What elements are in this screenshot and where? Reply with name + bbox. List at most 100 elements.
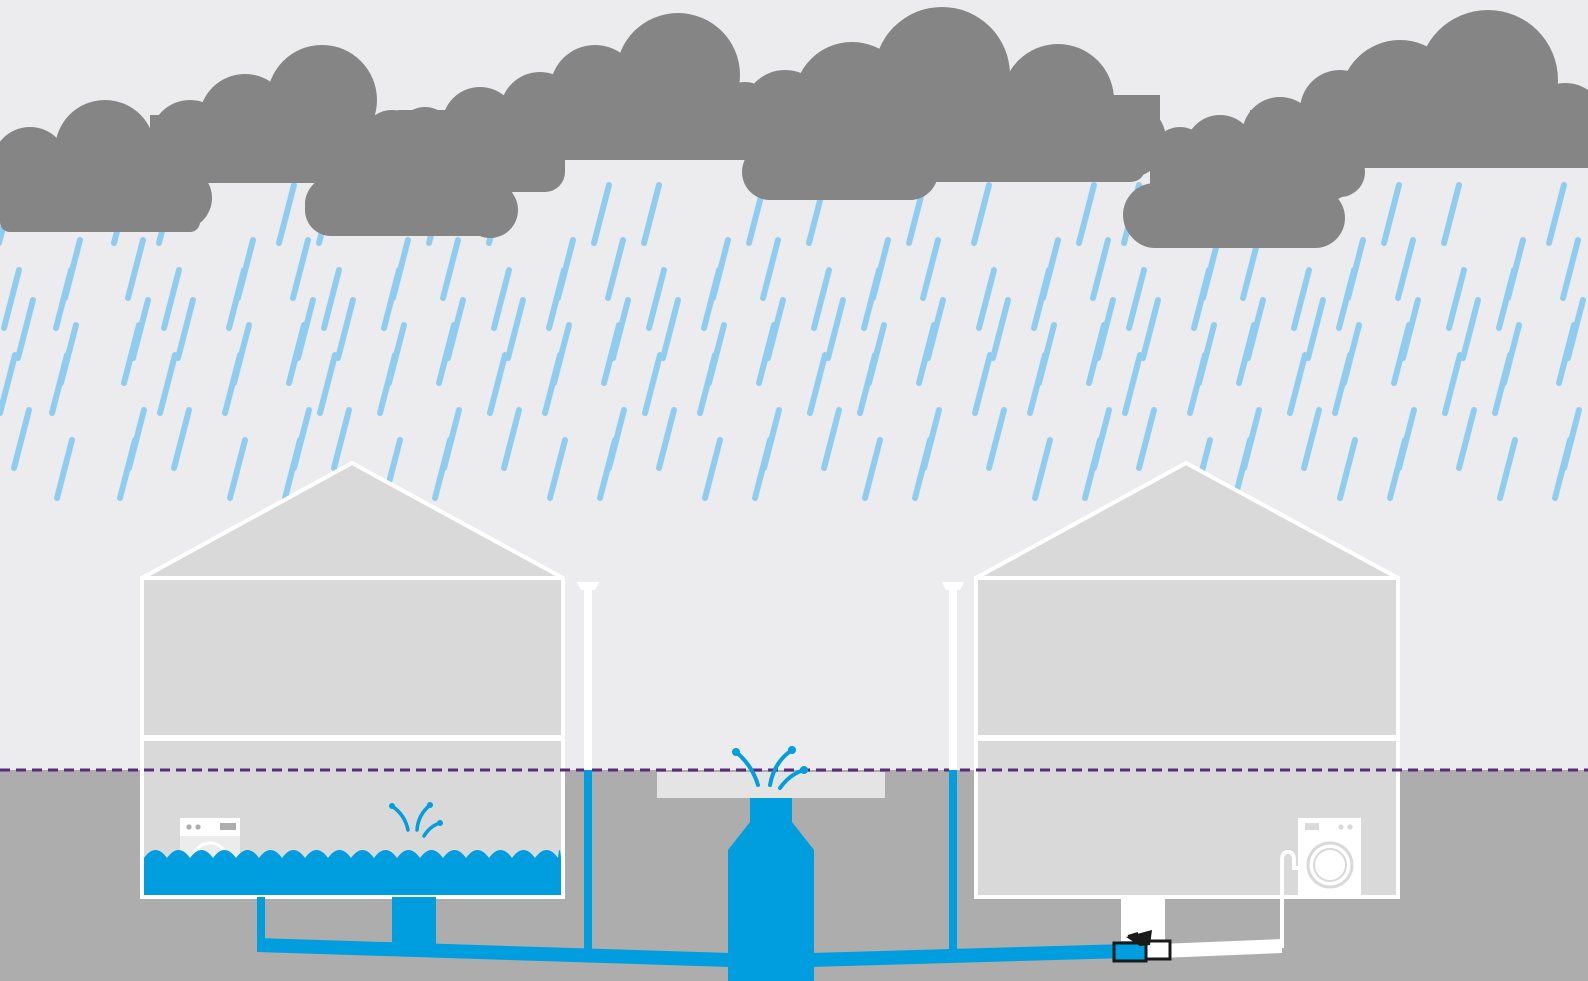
raindrop bbox=[1446, 267, 1467, 331]
raindrop bbox=[1287, 352, 1308, 416]
raindrop bbox=[276, 182, 297, 246]
raindrop bbox=[15, 297, 36, 361]
raindrop bbox=[1032, 437, 1053, 501]
raindrop bbox=[920, 237, 941, 301]
right-sewer-connection-pipe bbox=[810, 944, 1126, 967]
cloud bbox=[550, 7, 1166, 200]
raindrop bbox=[1336, 267, 1357, 331]
raindrop bbox=[227, 437, 248, 501]
raindrop bbox=[1387, 437, 1408, 501]
raindrop bbox=[1240, 237, 1261, 301]
raindrop bbox=[641, 182, 662, 246]
raindrop bbox=[1086, 322, 1107, 386]
basement-flood-water bbox=[144, 850, 561, 895]
raindrop bbox=[1301, 407, 1322, 471]
water-spout-icon bbox=[389, 802, 443, 838]
raindrop bbox=[49, 352, 70, 416]
raindrop bbox=[11, 407, 32, 471]
raindrop bbox=[436, 322, 457, 386]
raindrop bbox=[1395, 237, 1416, 301]
raindrop bbox=[646, 267, 667, 331]
raindrop bbox=[335, 297, 356, 361]
raindrop bbox=[321, 267, 342, 331]
raindrop bbox=[547, 437, 568, 501]
raindrop bbox=[912, 437, 933, 501]
raindrop bbox=[157, 352, 178, 416]
raindrop bbox=[702, 437, 723, 501]
raindrop bbox=[1090, 237, 1111, 301]
raindrop bbox=[432, 437, 453, 501]
raindrop bbox=[1136, 407, 1157, 471]
right-house bbox=[974, 460, 1400, 948]
raindrop bbox=[542, 352, 563, 416]
raindrop bbox=[117, 437, 138, 501]
raindrop bbox=[226, 267, 247, 331]
raindrop bbox=[1187, 352, 1208, 416]
raindrop bbox=[1492, 352, 1513, 416]
raindrop bbox=[377, 352, 398, 416]
raindrop bbox=[1291, 267, 1312, 331]
raindrop bbox=[1497, 437, 1518, 501]
raindrop bbox=[331, 407, 352, 471]
raindrop bbox=[760, 237, 781, 301]
raindrop bbox=[1191, 267, 1212, 331]
raindrop bbox=[701, 267, 722, 331]
raindrop bbox=[171, 407, 192, 471]
raindrop bbox=[861, 267, 882, 331]
water-spout-icon bbox=[732, 746, 808, 790]
cloud bbox=[1123, 10, 1588, 248]
washing-machine-icon bbox=[1298, 818, 1361, 896]
raindrop bbox=[972, 352, 993, 416]
raindrop bbox=[601, 322, 622, 386]
raindrop bbox=[605, 237, 626, 301]
raindrop bbox=[1027, 352, 1048, 416]
raindrop bbox=[290, 237, 311, 301]
raindrop bbox=[54, 437, 75, 501]
raindrop bbox=[1552, 437, 1573, 501]
raindrop bbox=[1332, 352, 1353, 416]
raindrop bbox=[1082, 437, 1103, 501]
right-downspout bbox=[942, 582, 964, 950]
raindrop bbox=[825, 297, 846, 361]
raindrop bbox=[0, 352, 18, 416]
raindrop bbox=[597, 437, 618, 501]
raindrop bbox=[1456, 407, 1477, 471]
raindrop bbox=[1305, 297, 1326, 361]
raindrop bbox=[1337, 437, 1358, 501]
raindrop bbox=[440, 237, 461, 301]
raindrop bbox=[1442, 352, 1463, 416]
raindrop bbox=[546, 267, 567, 331]
washing-machine-drain-hose bbox=[1280, 849, 1298, 948]
left-downspout bbox=[577, 582, 599, 950]
sewer-main bbox=[728, 798, 814, 981]
raindrop bbox=[505, 297, 526, 361]
raindrop bbox=[857, 352, 878, 416]
cloud bbox=[305, 72, 580, 238]
raindrop bbox=[1381, 182, 1402, 246]
raindrop bbox=[286, 322, 307, 386]
raindrop bbox=[121, 322, 142, 386]
raindrop bbox=[1, 267, 22, 331]
raindrop bbox=[756, 322, 777, 386]
raindrop bbox=[1441, 182, 1462, 246]
raindrop bbox=[642, 352, 663, 416]
raindrop bbox=[821, 407, 842, 471]
raindrop bbox=[125, 237, 146, 301]
raindrop bbox=[161, 267, 182, 331]
left-house-upper-floor bbox=[140, 576, 565, 739]
raindrop bbox=[656, 407, 677, 471]
raindrop bbox=[990, 297, 1011, 361]
raindrop bbox=[487, 352, 508, 416]
clouds bbox=[0, 7, 1588, 248]
raindrop bbox=[1460, 297, 1481, 361]
right-house-drain-pipe bbox=[1160, 939, 1282, 958]
raindrop bbox=[862, 437, 883, 501]
raindrop bbox=[282, 437, 303, 501]
raindrop bbox=[811, 267, 832, 331]
raindrop bbox=[1076, 182, 1097, 246]
raindrop bbox=[491, 267, 512, 331]
raindrop bbox=[1126, 267, 1147, 331]
raindrop bbox=[752, 437, 773, 501]
raindrop bbox=[501, 407, 522, 471]
